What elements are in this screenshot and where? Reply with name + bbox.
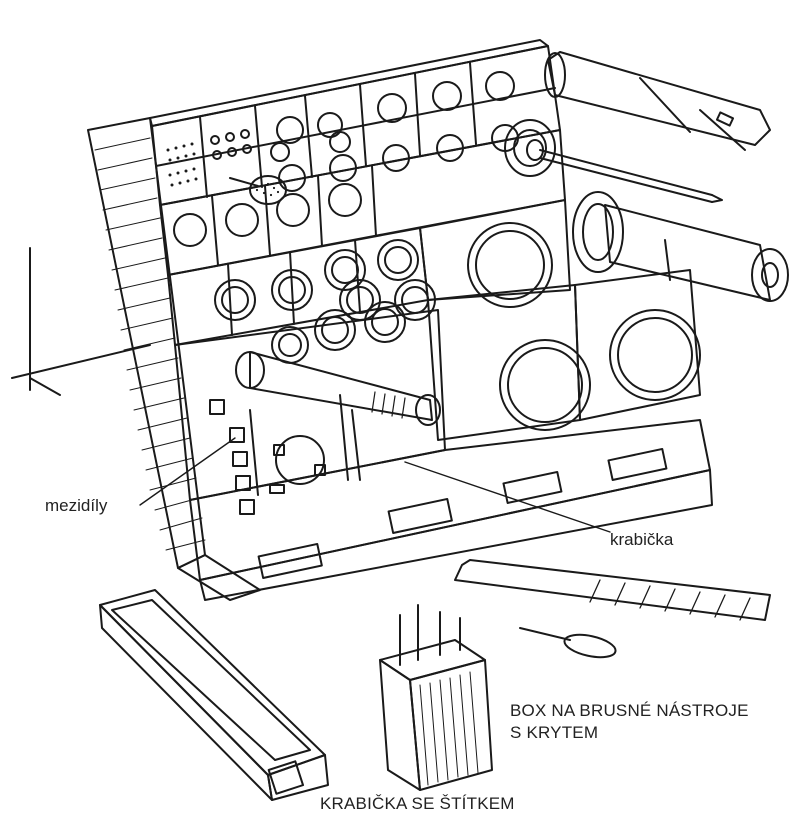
rack-top-edge: [149, 39, 549, 127]
label-grinding-box-line2: S KRYTEM: [510, 723, 598, 742]
collet-drill-tool: [504, 119, 723, 203]
lower-cells: [174, 309, 446, 515]
loose-burr: [519, 627, 617, 659]
labeled-box-illustration: [99, 589, 329, 801]
rack-side-wall: [87, 117, 206, 569]
reamer-tool: [235, 351, 441, 426]
reference-lines: [11, 247, 151, 396]
label-box: krabička: [610, 530, 674, 549]
hex-cells: [167, 227, 436, 364]
rack-base-foot: [177, 554, 261, 601]
label-labeled-box: KRABIČKA SE ŠTÍTKEM: [320, 794, 515, 813]
label-grinding-box-line1: BOX NA BRUSNÉ NÁSTROJE: [510, 701, 749, 720]
grinding-stone-tool: [229, 175, 287, 205]
large-cells: [419, 199, 701, 441]
grinding-tool-box-illustration: [379, 604, 493, 791]
front-box-row: [189, 419, 713, 601]
twist-drill: [454, 559, 771, 621]
small-cell-grid: [151, 45, 561, 206]
label-spacers: mezidíly: [45, 496, 108, 515]
large-holder-tool: [572, 191, 789, 302]
leader-lines: [139, 437, 611, 533]
end-mill-tool: [544, 51, 771, 151]
